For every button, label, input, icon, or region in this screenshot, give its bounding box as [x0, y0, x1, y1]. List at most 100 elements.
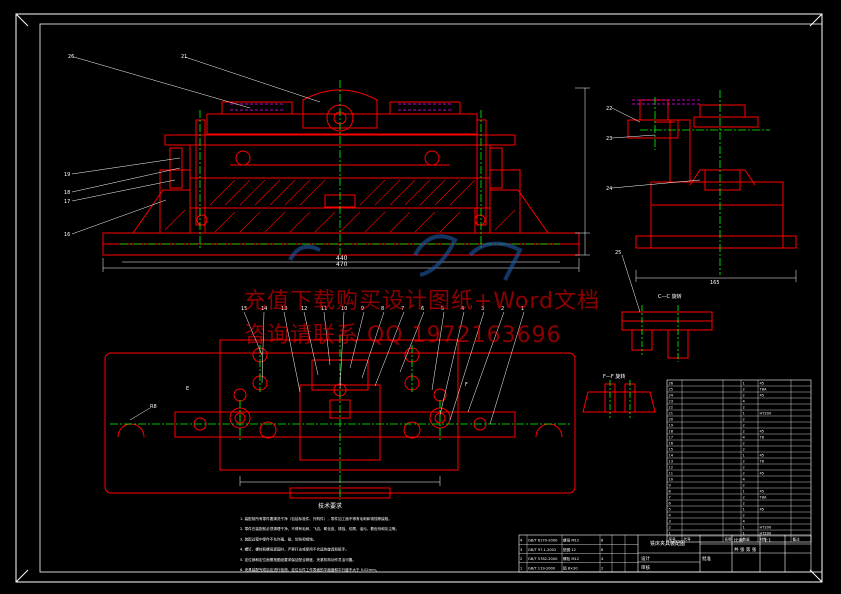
plan-callout-number: 8 — [381, 306, 384, 312]
bom-cell: 1 — [743, 490, 745, 494]
plan-leader-line — [467, 311, 505, 413]
bom-cell: 9 — [669, 484, 672, 488]
callout-18: 18 — [64, 190, 70, 196]
plan-leader-line — [374, 311, 405, 387]
callout-22: 22 — [606, 106, 612, 112]
plan-leader-line — [323, 311, 331, 366]
bom-cell: 2 — [743, 466, 745, 470]
bom-cell: 10 — [669, 478, 674, 482]
title-row-cell: 螺栓 M12 — [563, 556, 579, 561]
callout-21: 21 — [181, 54, 187, 60]
bom-header-cell: 代号 — [684, 537, 692, 542]
bom-cell: 1 — [669, 532, 671, 536]
note-item: 2. 零件在装配前必须清理干净，不得有毛刺、飞边、氧化皮、锈蚀、切屑、油污、着色… — [240, 526, 399, 531]
bom-header-cell: 备注 — [793, 537, 801, 542]
bom-cell: 2 — [743, 394, 745, 398]
bom-cell: 1 — [743, 454, 745, 458]
bom-cell: 22 — [669, 406, 674, 410]
side-view — [627, 99, 797, 249]
bom-cell: 3 — [669, 520, 671, 524]
bom-cell: 4 — [743, 520, 746, 524]
plan-callout-number: 1 — [521, 306, 524, 312]
plan-callout-number: 15 — [241, 306, 247, 312]
plan-callout-number: 3 — [481, 306, 484, 312]
bom-cell: 20 — [669, 418, 674, 422]
callout-23: 23 — [606, 136, 612, 142]
callout-26: 26 — [68, 54, 74, 60]
plan-leader-line — [243, 311, 263, 356]
bom-cell: 2 — [743, 424, 745, 428]
plan-leader-line — [431, 311, 445, 391]
bom-cell: 45 — [760, 394, 765, 398]
bom-cell: 5 — [669, 508, 671, 512]
bom-cell: T8 — [759, 460, 765, 464]
bom-cell: 6 — [669, 502, 672, 506]
leader-25 — [621, 254, 641, 313]
bom-cell: 23 — [669, 400, 674, 404]
plan-callout-number: 10 — [341, 306, 347, 312]
bom-cell: 18 — [669, 430, 674, 434]
bom-cell: 2 — [743, 502, 745, 506]
title-row-cell: 4 — [601, 557, 604, 561]
bom-cell: 1 — [743, 532, 745, 536]
bom-cell: 2 — [743, 388, 745, 392]
bom-cell: 24 — [669, 394, 674, 398]
bom-cell: 45 — [760, 508, 765, 512]
bom-cell: 26 — [669, 382, 674, 386]
callout-17: 17 — [64, 199, 70, 205]
bom-cell: 1 — [743, 508, 745, 512]
plan-mark-e: E — [186, 386, 189, 392]
bom-cell: 12 — [669, 466, 674, 470]
title-row-cell: 螺母 M12 — [563, 538, 579, 543]
bom-cell: 8 — [669, 490, 672, 494]
plan-callout-number: 7 — [401, 306, 404, 312]
inner-frame — [39, 23, 823, 573]
plan-callout-number: 4 — [461, 306, 464, 312]
bom-cell: T8A — [759, 388, 767, 392]
bom-header-cell: 序号 — [669, 537, 677, 542]
trim-marks — [15, 13, 823, 583]
bom-cell: 2 — [669, 526, 671, 530]
note-item: 5. 定位销和定位面需按图纸要求保证配合精度，夹紧机构动作灵活可靠。 — [240, 557, 356, 562]
title-row-cell: 2 — [601, 566, 603, 570]
plan-callout-number: 12 — [301, 306, 307, 312]
plan-callout-number: 14 — [261, 306, 267, 312]
bom-cell: 14 — [669, 454, 674, 458]
note-item: 1. 装配前所有零件要清洗干净（包括标准件、外购件），零件加工面不得有毛刺和锈蚀… — [240, 516, 392, 521]
bom-cell: 1 — [743, 412, 745, 416]
plan-centerlines — [110, 335, 570, 500]
side-hidden — [632, 99, 700, 105]
bom-cell: 45 — [760, 490, 765, 494]
side-centerlines — [640, 90, 770, 275]
dim-side-width: 165 — [710, 280, 720, 286]
bom-cell: 2 — [743, 442, 745, 446]
bom-cell: 4 — [743, 478, 746, 482]
plan-callout-number: 11 — [321, 306, 327, 312]
notes-title: 技术要求 — [318, 502, 342, 510]
bom-cell: HT200 — [760, 526, 772, 530]
callout-16: 16 — [64, 232, 70, 238]
bom-cell: 4 — [669, 514, 672, 518]
bom-frame — [666, 379, 812, 543]
bom-cell: 45 — [760, 430, 765, 434]
title-row-cell: GB/T 5782-2000 — [528, 557, 558, 561]
dim-overall-width: 470 — [336, 261, 348, 268]
bom-header-cell: 材料 — [760, 537, 768, 542]
scale-label: 比例 — [734, 537, 743, 544]
callout-19: 19 — [64, 172, 70, 178]
watermark-line-2: 咨询请联系 QQ 1972163696 — [244, 323, 562, 348]
note-item: 6. 夹具装配完成后应进行检测，定位元件工作表面的平面度和平行度不大于 0.02… — [240, 567, 379, 572]
bom-cell: 2 — [743, 406, 745, 410]
notes-list: 1. 装配前所有零件要清洗干净（包括标准件、外购件），零件加工面不得有毛刺和锈蚀… — [240, 516, 399, 572]
bom-cell: 2 — [743, 448, 745, 452]
bom-cell: 45 — [760, 454, 765, 458]
dim-plan-radius: R8 — [150, 404, 157, 410]
bom-header-cell: 数量 — [743, 537, 751, 542]
sheet-label: 共 张 第 张 — [734, 546, 757, 553]
section-ff-label: F—F 旋转 — [603, 373, 625, 380]
bom-cell: 4 — [743, 436, 746, 440]
bom-cell: 15 — [669, 448, 674, 452]
